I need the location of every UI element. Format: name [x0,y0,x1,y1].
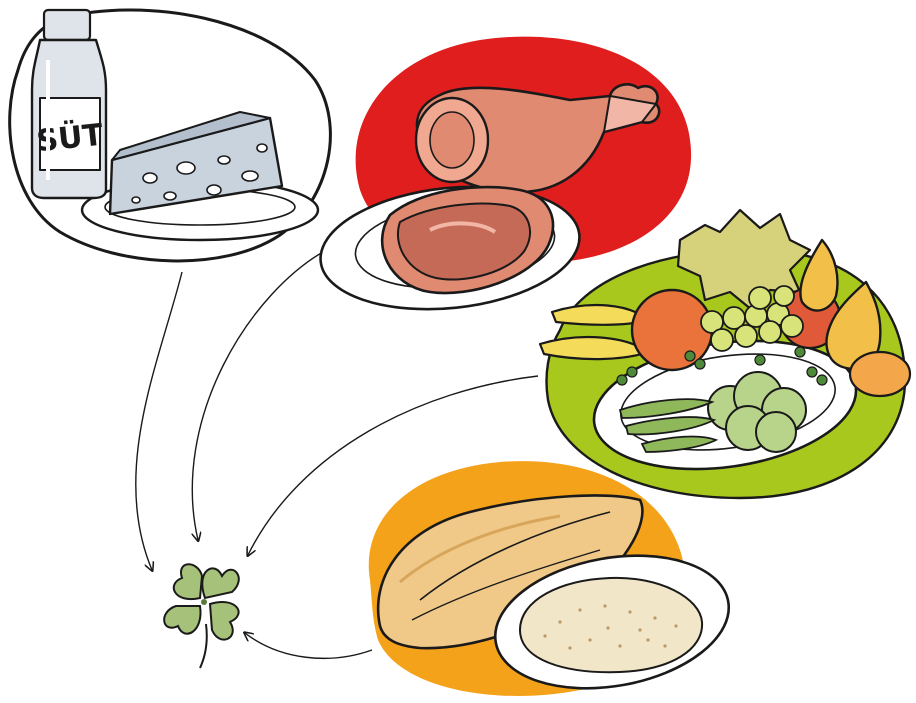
bread-group [369,461,740,703]
arrow-meat-to-clover [192,248,330,540]
four-leaf-clover-icon [164,564,239,668]
orange-icon [632,290,712,370]
arrow-bread-to-clover [245,633,372,658]
potato-icon [850,352,910,396]
arrow-dairy-to-clover [136,272,182,570]
dairy-group: SÜT [10,10,331,261]
